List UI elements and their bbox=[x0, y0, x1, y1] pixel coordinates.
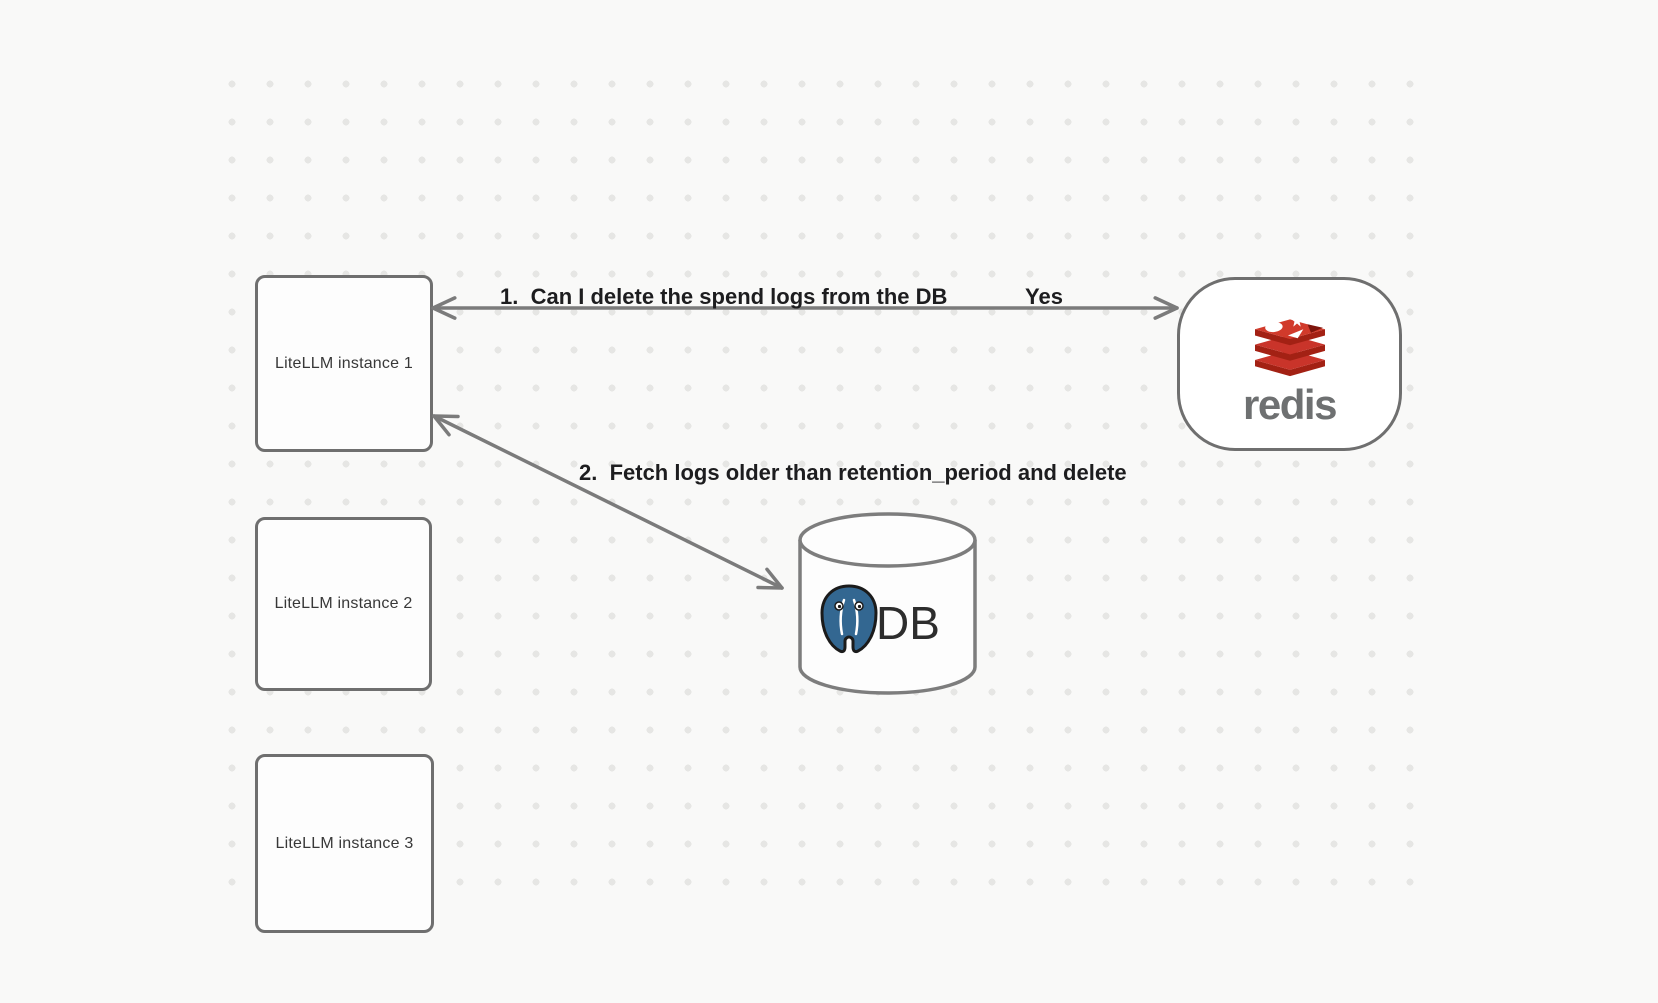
node-litellm-instance-3[interactable]: LiteLLM instance 3 bbox=[255, 754, 434, 933]
node-litellm-instance-1[interactable]: LiteLLM instance 1 bbox=[255, 275, 433, 452]
node-redis[interactable]: redis bbox=[1177, 277, 1402, 451]
arrow-response-yes: Yes bbox=[1025, 284, 1063, 309]
node-database[interactable] bbox=[794, 510, 980, 698]
node-litellm-instance-2[interactable]: LiteLLM instance 2 bbox=[255, 517, 432, 691]
node-litellm-instance-3-label: LiteLLM instance 3 bbox=[275, 834, 414, 852]
postgresql-elephant-icon bbox=[820, 584, 878, 654]
redis-cube-icon bbox=[1254, 314, 1325, 377]
node-litellm-instance-2-label: LiteLLM instance 2 bbox=[274, 595, 413, 612]
arrow-label-fetch-logs: 2. Fetch logs older than retention_perio… bbox=[579, 460, 1127, 485]
db-label: DB bbox=[876, 597, 940, 649]
redis-wordmark: redis bbox=[1243, 381, 1337, 428]
arrow-label-delete-spend-logs: 1. Can I delete the spend logs from the … bbox=[500, 284, 948, 309]
node-litellm-instance-1-label: LiteLLM instance 1 bbox=[275, 354, 413, 372]
